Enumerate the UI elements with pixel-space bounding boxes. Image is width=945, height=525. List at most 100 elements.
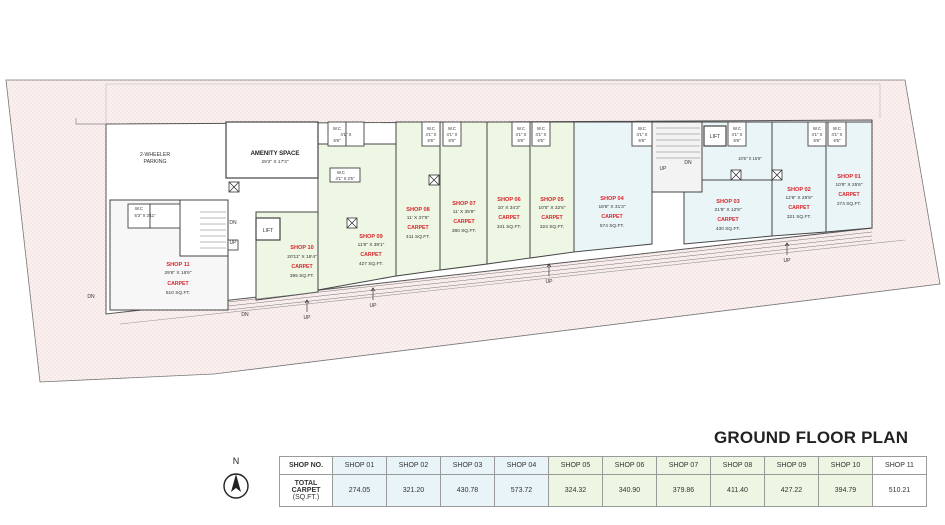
svg-text:UP: UP: [784, 258, 792, 264]
table-cell: 340.90: [602, 474, 657, 507]
floor-plan: 2-WHEELER PARKING AMENITY SPACE 29'2" X …: [5, 79, 941, 383]
up-arrows: [304, 242, 790, 312]
svg-text:324 SQ.FT.: 324 SQ.FT.: [540, 224, 564, 230]
svg-text:DN: DN: [229, 220, 237, 226]
wc-label: W.C: [448, 126, 456, 131]
shop-11-label: SHOP 11 29'6" X 16'6" CARPET 510 SQ.FT.: [164, 262, 191, 296]
shop-06-label: SHOP 06 10' X 34'3" CARPET 341 SQ.FT.: [497, 197, 521, 230]
table-cell: 321.20: [386, 474, 441, 507]
shop-01-area: [825, 121, 873, 233]
lift-label-right: LIFT: [710, 134, 721, 140]
svg-text:UP: UP: [546, 279, 554, 285]
table-cell: 427.22: [764, 474, 819, 507]
svg-text:18'6" X 31'3": 18'6" X 31'3": [598, 204, 625, 210]
svg-text:SHOP 10: SHOP 10: [290, 245, 314, 251]
amenity-space: [225, 121, 319, 179]
svg-text:CARPET: CARPET: [838, 192, 860, 198]
lift-left: [255, 217, 281, 241]
svg-text:430 SQ.FT.: 430 SQ.FT.: [716, 226, 740, 232]
front-setback-line: [119, 239, 906, 325]
front-steps: [227, 231, 873, 311]
svg-text:411 SQ.FT.: 411 SQ.FT.: [406, 234, 430, 240]
svg-text:UP: UP: [660, 166, 668, 172]
wc-dim: 4'1" X: [426, 132, 437, 137]
wc-dim: 6'6": [538, 138, 545, 143]
wc-dim: 6'6": [734, 138, 741, 143]
stairs-left: [200, 211, 226, 249]
shop-09-area: [317, 143, 397, 291]
svg-text:CARPET: CARPET: [167, 281, 189, 287]
table-row-label: TOTAL CARPET (SQ.FT.): [279, 474, 333, 507]
table-cell: 411.40: [710, 474, 765, 507]
svg-text:29'6" X 16'6": 29'6" X 16'6": [164, 270, 191, 276]
boundary-inner-line: [105, 83, 881, 124]
table-row: TOTAL CARPET (SQ.FT.) 274.05 321.20 430.…: [279, 474, 927, 507]
wc-dim: 4'1" X: [832, 132, 843, 137]
north-compass: N: [218, 456, 254, 506]
svg-text:427 SQ.FT.: 427 SQ.FT.: [359, 261, 383, 267]
table-header-label: SHOP NO.: [279, 456, 333, 475]
stair-core-right: [651, 121, 703, 193]
svg-text:395 SQ.FT.: 395 SQ.FT.: [290, 273, 314, 279]
north-arrow-icon: [231, 474, 241, 492]
shop-08-label: SHOP 08 11' X 37'6" CARPET 411 SQ.FT.: [406, 207, 430, 240]
wc-dim: 6'6": [428, 138, 435, 143]
wc-dim: 6'6": [518, 138, 525, 143]
wc-label: W.C: [337, 170, 345, 175]
svg-text:SHOP 05: SHOP 05: [540, 197, 564, 203]
table-col-header: SHOP 06: [602, 456, 657, 475]
svg-text:CARPET: CARPET: [601, 214, 623, 220]
svg-text:380 SQ.FT.: 380 SQ.FT.: [452, 228, 476, 234]
north-label: N: [233, 456, 240, 466]
svg-text:10' X 34'3": 10' X 34'3": [498, 205, 521, 211]
wc-dim: 6'6": [834, 138, 841, 143]
shop-03-label: SHOP 03 21'6" X 12'9" CARPET 430 SQ.FT.: [714, 199, 741, 232]
table-col-header: SHOP 05: [548, 456, 603, 475]
table-cell: 573.72: [494, 474, 549, 507]
amenity-label: AMENITY SPACE: [251, 151, 300, 157]
shop-05-label: SHOP 05 10'5" X 32'6" CARPET 324 SQ.FT.: [538, 197, 565, 230]
wc-label: W.C: [833, 126, 841, 131]
svg-text:SHOP 06: SHOP 06: [497, 197, 521, 203]
svg-text:510 SQ.FT.: 510 SQ.FT.: [166, 290, 190, 296]
plan-title: GROUND FLOOR PLAN: [714, 428, 909, 447]
table-col-header: SHOP 09: [764, 456, 819, 475]
carpet-area-table: SHOP NO. SHOP 01 SHOP 02 SHOP 03 SHOP 04…: [279, 456, 927, 507]
wc-blocks: [127, 121, 847, 229]
wc-label: W.C: [517, 126, 525, 131]
svg-text:274 SQ.FT.: 274 SQ.FT.: [837, 201, 861, 207]
shop-02-label: SHOP 02 12'6" X 26'9" CARPET 321 SQ.FT.: [785, 187, 812, 220]
wc-label: W.C: [537, 126, 545, 131]
svg-text:574 SQ.FT.: 574 SQ.FT.: [600, 223, 624, 229]
wc-dim: 4'1" X: [341, 132, 352, 137]
row-label-line: CARPET: [291, 487, 321, 494]
svg-text:CARPET: CARPET: [407, 225, 429, 231]
shop-04-area: [573, 121, 653, 253]
svg-text:DN: DN: [241, 312, 249, 318]
wc-label: W.C: [733, 126, 741, 131]
stairs-right: [656, 127, 700, 159]
wc-dim: 4'1" X 3'5": [335, 176, 355, 181]
table-col-header: SHOP 04: [494, 456, 549, 475]
svg-text:SHOP 08: SHOP 08: [406, 207, 430, 213]
svg-text:CARPET: CARPET: [360, 252, 382, 258]
table-cell: 274.05: [332, 474, 387, 507]
wc-dim: 6'6": [814, 138, 821, 143]
row-label-line: TOTAL: [294, 480, 318, 487]
parking-outline: [75, 118, 106, 125]
svg-text:CARPET: CARPET: [541, 215, 563, 221]
svg-text:20'11" X 19'4": 20'11" X 19'4": [287, 254, 317, 260]
shop-07-label: SHOP 07 11' X 35'9" CARPET 380 SQ.FT.: [452, 201, 476, 234]
table-cell: 430.78: [440, 474, 495, 507]
svg-text:11' X 37'6": 11' X 37'6": [407, 215, 430, 221]
svg-text:SHOP 03: SHOP 03: [716, 199, 740, 205]
table-cell: 394.79: [818, 474, 873, 507]
wc-dim: 4'1" X: [637, 132, 648, 137]
wc-label: W.C: [427, 126, 435, 131]
svg-text:SHOP 11: SHOP 11: [166, 262, 189, 268]
table-col-header: SHOP 01: [332, 456, 387, 475]
wc-dim: 6'6": [334, 138, 341, 143]
svg-text:11' X 35'9": 11' X 35'9": [453, 209, 476, 215]
wc-dim: 4'1" X: [732, 132, 743, 137]
table-header-row: SHOP NO. SHOP 01 SHOP 02 SHOP 03 SHOP 04…: [279, 456, 927, 475]
